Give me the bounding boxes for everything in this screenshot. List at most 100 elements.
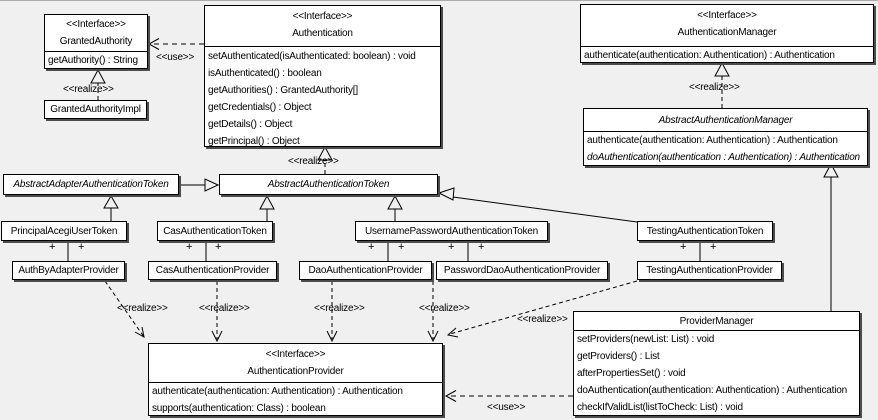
method: supports(authentication: Class) : boolea… xyxy=(152,403,326,414)
stereotype-label: <<Interface>> xyxy=(66,19,126,30)
multiplicity-label: + xyxy=(215,241,222,253)
method-list: authenticate(authentication: Authenticat… xyxy=(149,383,442,417)
realize-arrowhead xyxy=(90,68,106,84)
multiplicity-label: + xyxy=(680,241,687,253)
multiplicity-label: + xyxy=(478,241,485,253)
open-arrowhead xyxy=(446,327,459,338)
multiplicity-label: + xyxy=(78,241,85,253)
multiplicity-label: + xyxy=(368,241,375,253)
class-header: <<Interface>> GrantedAuthority xyxy=(45,15,147,52)
class-name: AbstractAuthenticationManager xyxy=(658,114,793,126)
class-cas-authentication-token[interactable]: CasAuthenticationToken xyxy=(157,221,273,241)
method: setProviders(newList: List) : void xyxy=(577,334,715,345)
multiplicity-label: + xyxy=(49,241,56,253)
generalization-arrowhead xyxy=(387,194,403,210)
method: doAuthentication(authentication: Authent… xyxy=(577,385,847,396)
class-name: TestingAuthenticationToken xyxy=(646,225,764,237)
realize-label: <<realize>> xyxy=(117,303,168,314)
class-header: <<Interface>> AuthenticationManager xyxy=(581,5,873,47)
use-label: <<use>> xyxy=(487,402,526,413)
open-arrowhead xyxy=(427,330,439,343)
class-header: ProviderManager xyxy=(574,312,859,331)
method: isAuthenticated() : boolean xyxy=(208,68,322,79)
method: getPrincipal() : Object xyxy=(208,136,300,147)
class-testing-authentication-token[interactable]: TestingAuthenticationToken xyxy=(637,221,773,241)
realize-label: <<realize>> xyxy=(199,303,250,314)
method-list: getAuthority() : String xyxy=(45,52,147,69)
class-provider-manager[interactable]: ProviderManager setProviders(newList: Li… xyxy=(573,311,860,416)
stereotype-label: <<Interface>> xyxy=(292,11,353,22)
open-arrowhead xyxy=(134,326,145,338)
class-authentication[interactable]: <<Interface>> Authentication setAuthenti… xyxy=(204,5,441,147)
method: authenticate(authentication: Authenticat… xyxy=(587,135,838,146)
class-granted-authority[interactable]: <<Interface>> GrantedAuthority getAuthor… xyxy=(44,14,148,69)
generalization-arrowhead xyxy=(204,178,220,192)
generalization-arrowhead xyxy=(259,194,275,210)
stereotype-label: <<Interface>> xyxy=(697,10,757,21)
method: getAuthorities() : GrantedAuthority[] xyxy=(208,85,358,96)
use-label: <<use>> xyxy=(156,52,195,63)
class-cas-authentication-provider[interactable]: CasAuthenticationProvider xyxy=(148,261,277,280)
method: checkIfValidList(listToCheck: List) : vo… xyxy=(577,402,743,413)
class-name: AbstractAuthenticationToken xyxy=(267,179,390,190)
realize-label: <<realize>> xyxy=(419,303,470,314)
multiplicity-label: + xyxy=(398,241,405,253)
class-name: AuthenticationProvider xyxy=(247,366,344,377)
method-list: authenticate(authentication: Authenticat… xyxy=(581,47,873,64)
method: getDetails() : Object xyxy=(208,119,293,130)
open-arrowhead xyxy=(444,390,457,402)
class-authentication-manager[interactable]: <<Interface>> AuthenticationManager auth… xyxy=(580,4,874,63)
class-dao-authentication-provider[interactable]: DaoAuthenticationProvider xyxy=(299,261,432,280)
method: afterPropertiesSet() : void xyxy=(577,368,686,379)
class-principal-acegi-user-token[interactable]: PrincipalAcegiUserToken xyxy=(1,221,127,241)
realize-label: <<realize>> xyxy=(314,303,365,314)
class-auth-by-adapter-provider[interactable]: AuthByAdapterProvider xyxy=(12,261,125,280)
class-header: <<Interface>> Authentication xyxy=(205,6,440,47)
generalization-arrowhead xyxy=(103,195,119,209)
class-abstract-authentication-token[interactable]: AbstractAuthenticationToken xyxy=(219,174,438,195)
class-name: CasAuthenticationProvider xyxy=(155,265,270,276)
multiplicity-label: + xyxy=(186,241,193,253)
stereotype-label: <<Interface>> xyxy=(265,349,326,360)
method: setAuthenticated(isAuthenticated: boolea… xyxy=(208,51,416,62)
class-abstract-adapter-authentication-token[interactable]: AbstractAdapterAuthenticationToken xyxy=(3,174,179,195)
realize-label: <<realize>> xyxy=(517,314,568,325)
method: getAuthority() : String xyxy=(48,55,138,66)
method: authenticate(authentication: Authenticat… xyxy=(584,50,835,61)
class-name: Authentication xyxy=(292,28,353,39)
method-list: setProviders(newList: List) : void getPr… xyxy=(574,331,859,416)
class-name: DaoAuthenticationProvider xyxy=(308,265,423,276)
class-name: AuthByAdapterProvider xyxy=(18,265,119,276)
realize-label: <<realize>> xyxy=(63,84,114,95)
class-abstract-authentication-manager[interactable]: AbstractAuthenticationManager authentica… xyxy=(583,108,868,166)
class-name: AbstractAdapterAuthenticationToken xyxy=(13,179,169,190)
class-name: TestingAuthenticationProvider xyxy=(646,265,773,276)
class-name: GrantedAuthorityImpl xyxy=(50,104,141,115)
class-name: AuthenticationManager xyxy=(677,27,777,38)
realize-arrowhead xyxy=(714,61,730,77)
class-name: UsernamePasswordAuthenticationToken xyxy=(364,225,539,237)
class-header: AbstractAuthenticationManager xyxy=(584,109,867,132)
class-name: ProviderManager xyxy=(679,315,754,327)
multiplicity-label: + xyxy=(448,241,455,253)
method-list: setAuthenticated(isAuthenticated: boolea… xyxy=(205,47,440,150)
class-name: PrincipalAcegiUserToken xyxy=(10,225,118,237)
multiplicity-label: + xyxy=(710,241,717,253)
class-testing-authentication-provider[interactable]: TestingAuthenticationProvider xyxy=(637,261,782,280)
edge-testingtoken-extends-abstracttoken xyxy=(452,196,638,223)
method: getProviders() : List xyxy=(577,351,660,362)
class-granted-authority-impl[interactable]: GrantedAuthorityImpl xyxy=(44,100,147,119)
open-arrowhead xyxy=(211,330,223,343)
method: getCredentials() : Object xyxy=(208,102,312,113)
class-authentication-provider[interactable]: <<Interface>> AuthenticationProvider aut… xyxy=(148,343,443,416)
class-name: PasswordDaoAuthenticationProvider xyxy=(443,265,601,276)
class-password-dao-authentication-provider[interactable]: PasswordDaoAuthenticationProvider xyxy=(436,261,608,280)
realize-label: <<realize>> xyxy=(288,156,339,167)
generalization-arrowhead xyxy=(437,187,455,201)
class-username-password-authentication-token[interactable]: UsernamePasswordAuthenticationToken xyxy=(355,221,548,241)
class-name: GrantedAuthority xyxy=(59,36,133,47)
class-name: CasAuthenticationToken xyxy=(163,225,267,237)
open-arrowhead xyxy=(147,38,160,50)
method: authenticate(authentication: Authenticat… xyxy=(152,386,403,397)
